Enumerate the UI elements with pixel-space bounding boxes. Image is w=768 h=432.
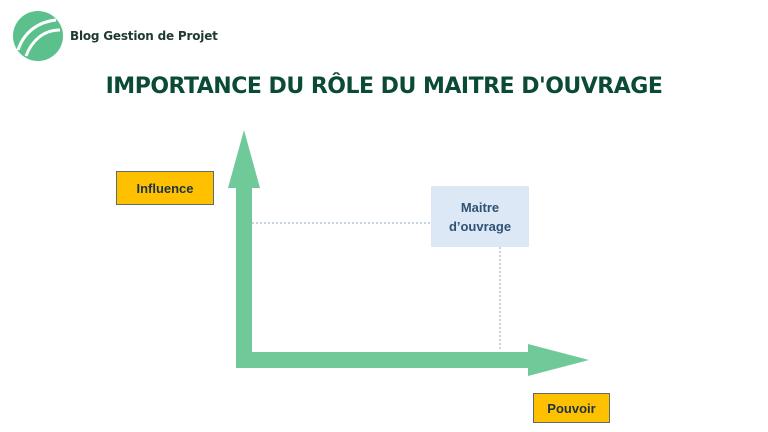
maitre-ouvrage-label-line1: Maitre (460, 199, 500, 215)
y-axis-shaft (236, 186, 252, 368)
maitre-ouvrage-box: Maitre d’ouvrage (431, 186, 529, 247)
maitre-ouvrage-label-line2: d’ouvrage (448, 218, 512, 234)
influence-label: Influence (116, 171, 214, 205)
page-title: IMPORTANCE DU RÔLE DU MAITRE D'OUVRAGE (105, 74, 663, 99)
pouvoir-label: Pouvoir (533, 393, 610, 423)
y-axis-arrowhead (228, 130, 260, 188)
leaf-logo-icon (13, 11, 63, 61)
brand-logo[interactable]: Blog Gestion de Projet (12, 10, 218, 62)
x-axis-shaft (236, 352, 530, 368)
x-axis-arrowhead (528, 344, 589, 376)
brand-name: Blog Gestion de Projet (70, 29, 218, 43)
